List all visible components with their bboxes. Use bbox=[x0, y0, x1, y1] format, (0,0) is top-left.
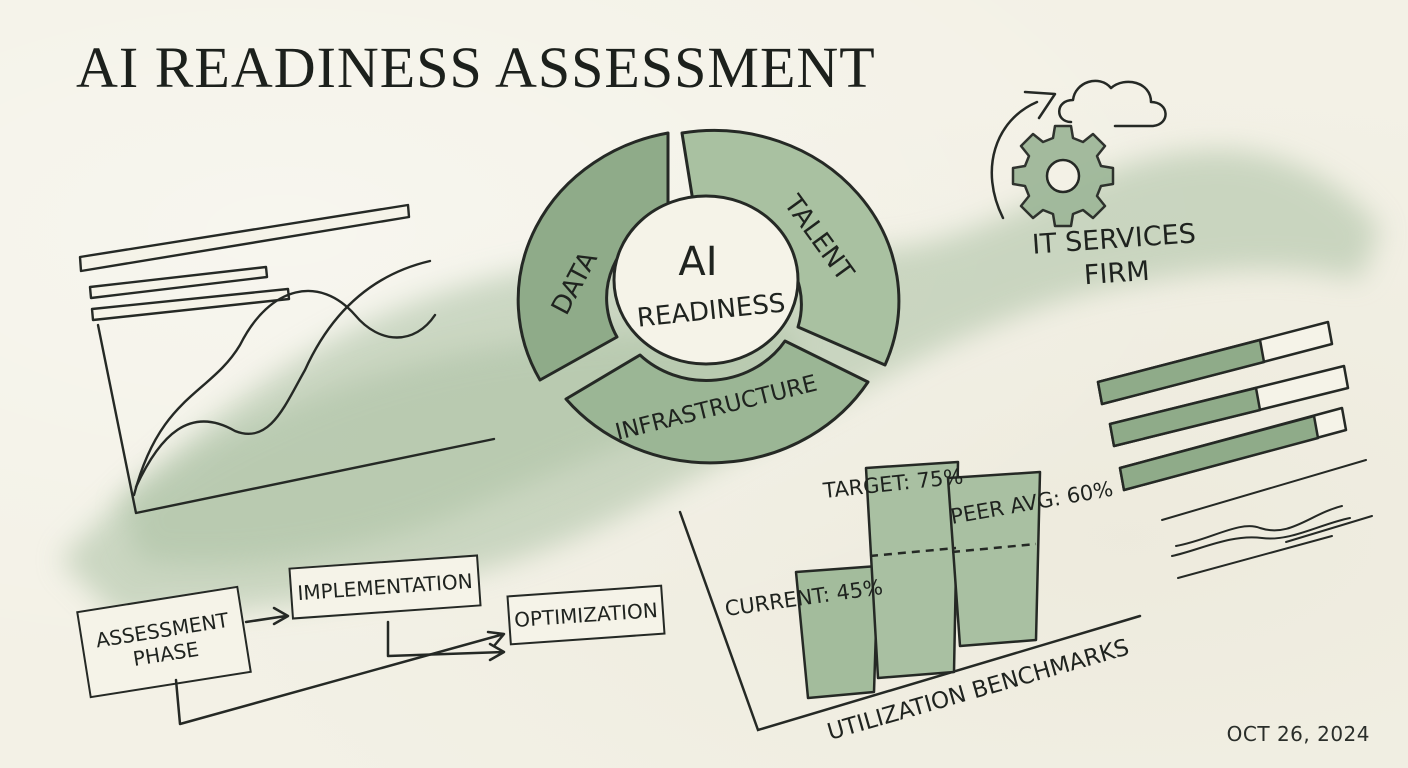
page-title: AI READINESS ASSESSMENT bbox=[76, 35, 876, 100]
wheel-center bbox=[612, 194, 800, 366]
header-bar-1 bbox=[78, 203, 411, 273]
trend-line-2 bbox=[134, 259, 432, 489]
header-bar-3 bbox=[90, 287, 291, 322]
sketch-line-chart bbox=[78, 203, 496, 515]
trend-line-1 bbox=[132, 289, 437, 497]
curved-arrow-icon bbox=[990, 90, 1057, 220]
gear-icon bbox=[1011, 124, 1115, 228]
firm-label-line2: FIRM bbox=[1082, 255, 1151, 292]
date-stamp: OCT 26, 2024 bbox=[1226, 722, 1370, 746]
firm-icon-group bbox=[990, 79, 1167, 228]
peer-threshold-line bbox=[951, 542, 1037, 554]
chart-axes bbox=[96, 323, 496, 515]
bar-peer bbox=[946, 470, 1042, 648]
segment-infrastructure bbox=[564, 339, 870, 465]
progress-bars bbox=[1096, 320, 1373, 579]
readiness-wheel: DATA TALENT INFRASTRUCTURE AI READINESS bbox=[516, 128, 901, 465]
wheel-center-line1: AI bbox=[678, 239, 717, 285]
header-bar-2 bbox=[88, 265, 269, 300]
benchmark-axes bbox=[678, 510, 1142, 732]
flow-connectors bbox=[174, 606, 506, 726]
optimization-label: OPTIMIZATION bbox=[513, 598, 659, 632]
target-threshold-line bbox=[869, 546, 957, 558]
arrow-assessment-implementation bbox=[244, 606, 290, 626]
arrow-assessment-optimization bbox=[174, 630, 506, 726]
cloud-icon bbox=[1058, 79, 1167, 128]
bar-target bbox=[864, 460, 960, 680]
arrow-implementation-optimization bbox=[386, 620, 506, 662]
benchmark-chart: CURRENT: 45% TARGET: 75% PEER AVG: 60% U… bbox=[678, 460, 1142, 746]
